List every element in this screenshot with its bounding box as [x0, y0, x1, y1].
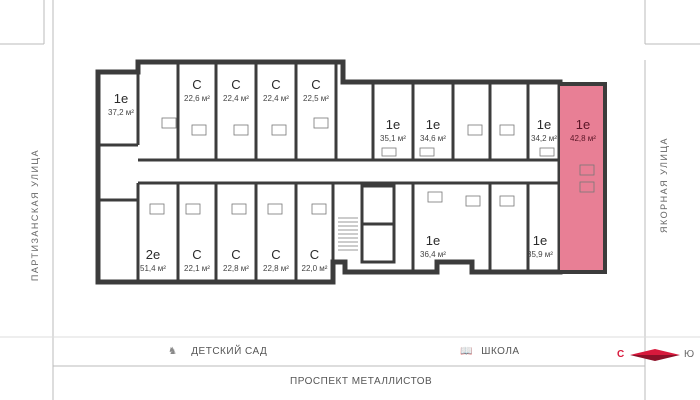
apartment-1e-34-2[interactable]: 1е 34,2 м²	[528, 118, 560, 143]
apartment-type: С	[231, 247, 241, 262]
street-label-bottom: ПРОСПЕКТ МЕТАЛЛИСТОВ	[290, 376, 433, 387]
apartment-area: 34,6 м²	[420, 134, 446, 143]
apartment-type: С	[309, 247, 320, 262]
apartment-c-22-0[interactable]: С 22,0 м²	[296, 248, 333, 273]
apartment-1e-35-1[interactable]: 1е 35,1 м²	[373, 118, 413, 143]
landmark-school-label: ШКОЛА	[481, 346, 520, 357]
apartment-1e-35-9[interactable]: 1е 35,9 м²	[520, 234, 560, 259]
apartment-area: 22,0 м²	[301, 264, 328, 273]
apartment-type: 1е	[575, 117, 591, 132]
apartment-area: 35,1 м²	[380, 134, 406, 143]
landmark-school: 📖 ШКОЛА	[460, 346, 520, 357]
apartment-c-22-8-a[interactable]: С 22,8 м²	[216, 248, 256, 273]
apartment-1e-34-6[interactable]: 1е 34,6 м²	[413, 118, 453, 143]
apartment-type: С	[271, 77, 281, 92]
apartment-area: 37,2 м²	[108, 108, 134, 117]
apartment-c-22-4-a[interactable]: С 22,4 м²	[216, 78, 256, 103]
stairs	[338, 217, 358, 251]
apartment-area: 22,6 м²	[184, 94, 210, 103]
compass-arrow-icon	[630, 349, 680, 361]
apartment-1e-42-8-selected[interactable]: 1е 42,8 м²	[562, 118, 604, 143]
apartment-2e-51-4[interactable]: 2е 51,4 м²	[135, 248, 171, 273]
apartment-area: 22,8 м²	[263, 264, 289, 273]
apartment-1e-36-4[interactable]: 1е 36,4 м²	[413, 234, 453, 259]
bathroom-fixtures	[149, 117, 595, 215]
landmark-kindergarten: ♞ ДЕТСКИЙ САД	[168, 346, 267, 357]
apartment-type: 1е	[532, 233, 548, 248]
street-label-left: ПАРТИЗАНСКАЯ УЛИЦА	[30, 148, 40, 282]
apartment-type: С	[311, 77, 321, 92]
apartment-c-22-8-b[interactable]: С 22,8 м²	[256, 248, 296, 273]
compass-south-label: С	[617, 349, 625, 360]
apartment-area: 22,8 м²	[223, 264, 249, 273]
apartment-type: 1е	[113, 91, 129, 106]
apartment-area: 51,4 м²	[140, 264, 166, 273]
apartment-c-22-5[interactable]: С 22,5 м²	[296, 78, 336, 103]
apartment-type: С	[231, 77, 241, 92]
apartment-area: 22,1 м²	[184, 264, 210, 273]
apartment-area: 22,4 м²	[263, 94, 289, 103]
rocking-horse-icon: ♞	[168, 346, 178, 357]
apartment-c-22-6[interactable]: С 22,6 м²	[178, 78, 216, 103]
apartment-type: С	[192, 247, 202, 262]
apartment-c-22-4-b[interactable]: С 22,4 м²	[256, 78, 296, 103]
street-label-right: ЯКОРНАЯ УЛИЦА	[659, 136, 669, 234]
apartment-area: 34,2 м²	[531, 134, 557, 143]
apartment-type: 2е	[145, 247, 161, 262]
apartment-1e-37-2[interactable]: 1е 37,2 м²	[104, 92, 138, 117]
highlighted-apartment-fill	[560, 84, 605, 272]
apartment-type: 1е	[425, 233, 441, 248]
apartment-area: 36,4 м²	[420, 250, 446, 259]
apartment-c-22-1[interactable]: С 22,1 м²	[178, 248, 216, 273]
interior-walls	[98, 62, 560, 282]
apartment-area: 35,9 м²	[527, 250, 553, 259]
apartment-type: С	[271, 247, 281, 262]
book-icon: 📖	[460, 346, 473, 357]
landmark-kindergarten-label: ДЕТСКИЙ САД	[191, 346, 268, 357]
apartment-type: 1е	[536, 117, 552, 132]
highlighted-apartment-outline	[558, 82, 607, 274]
apartment-type: 1е	[385, 117, 401, 132]
compass-north-label: Ю	[684, 349, 695, 360]
apartment-type: 1е	[425, 117, 441, 132]
apartment-type: С	[192, 77, 202, 92]
apartment-area: 42,8 м²	[570, 134, 596, 143]
apartment-area: 22,4 м²	[223, 94, 249, 103]
apartment-area: 22,5 м²	[303, 94, 329, 103]
